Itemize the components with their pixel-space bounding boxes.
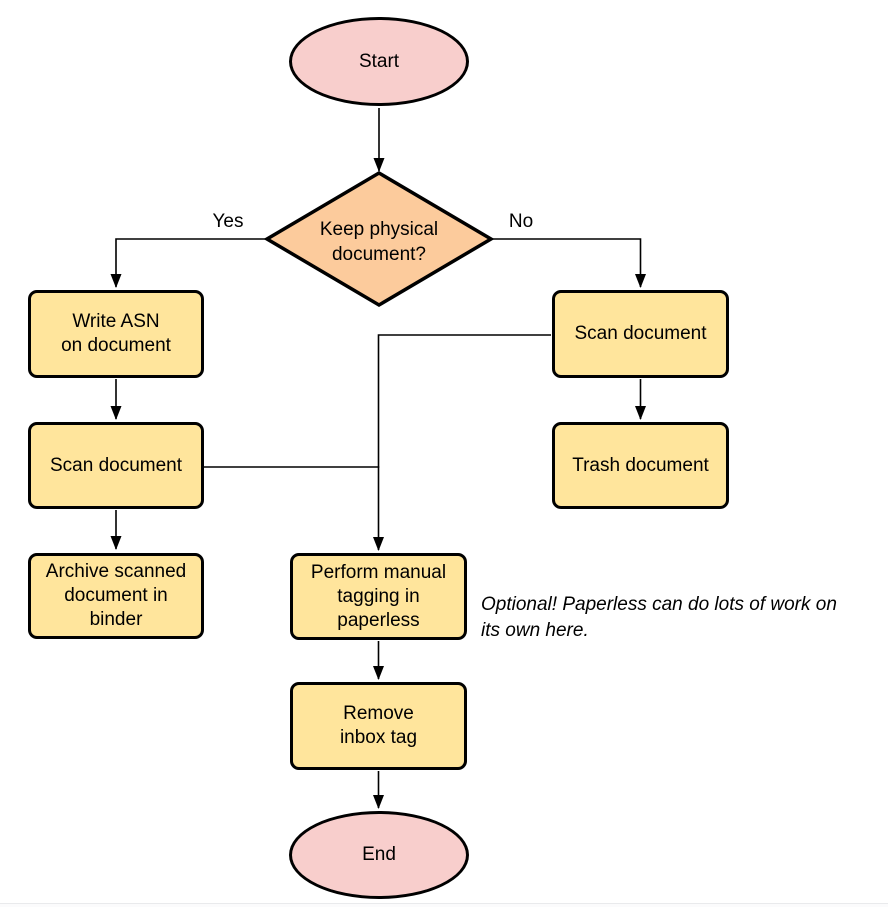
- node-start: Start: [289, 17, 469, 106]
- node-decision-keep-physical-label: Keep physical document?: [319, 219, 439, 265]
- node-trash-document: Trash document: [552, 422, 729, 509]
- edge-decision-no-to-scan-right: [490, 238, 646, 288]
- decision-diamond-shape: [263, 170, 495, 308]
- node-scan-document-left: Scan document: [28, 422, 204, 509]
- bottom-divider: [0, 903, 888, 904]
- edge-label-yes: Yes: [212, 211, 244, 232]
- node-end: End: [289, 811, 469, 899]
- bottom-strip: [0, 904, 888, 907]
- edge-decision-yes-to-write-asn: [110, 238, 267, 288]
- node-write-asn: Write ASN on document: [28, 290, 204, 378]
- node-remove-inbox-tag: Remove inbox tag: [290, 682, 467, 770]
- node-archive-in-binder: Archive scanned document in binder: [28, 553, 204, 639]
- node-manual-tagging: Perform manual tagging in paperless: [290, 553, 467, 640]
- optional-note: Optional! Paperless can do lots of work …: [481, 594, 837, 641]
- edge-label-no: No: [508, 211, 534, 232]
- node-scan-document-right: Scan document: [552, 290, 729, 378]
- edge-scan-right-to-manual-tagging: [373, 334, 551, 551]
